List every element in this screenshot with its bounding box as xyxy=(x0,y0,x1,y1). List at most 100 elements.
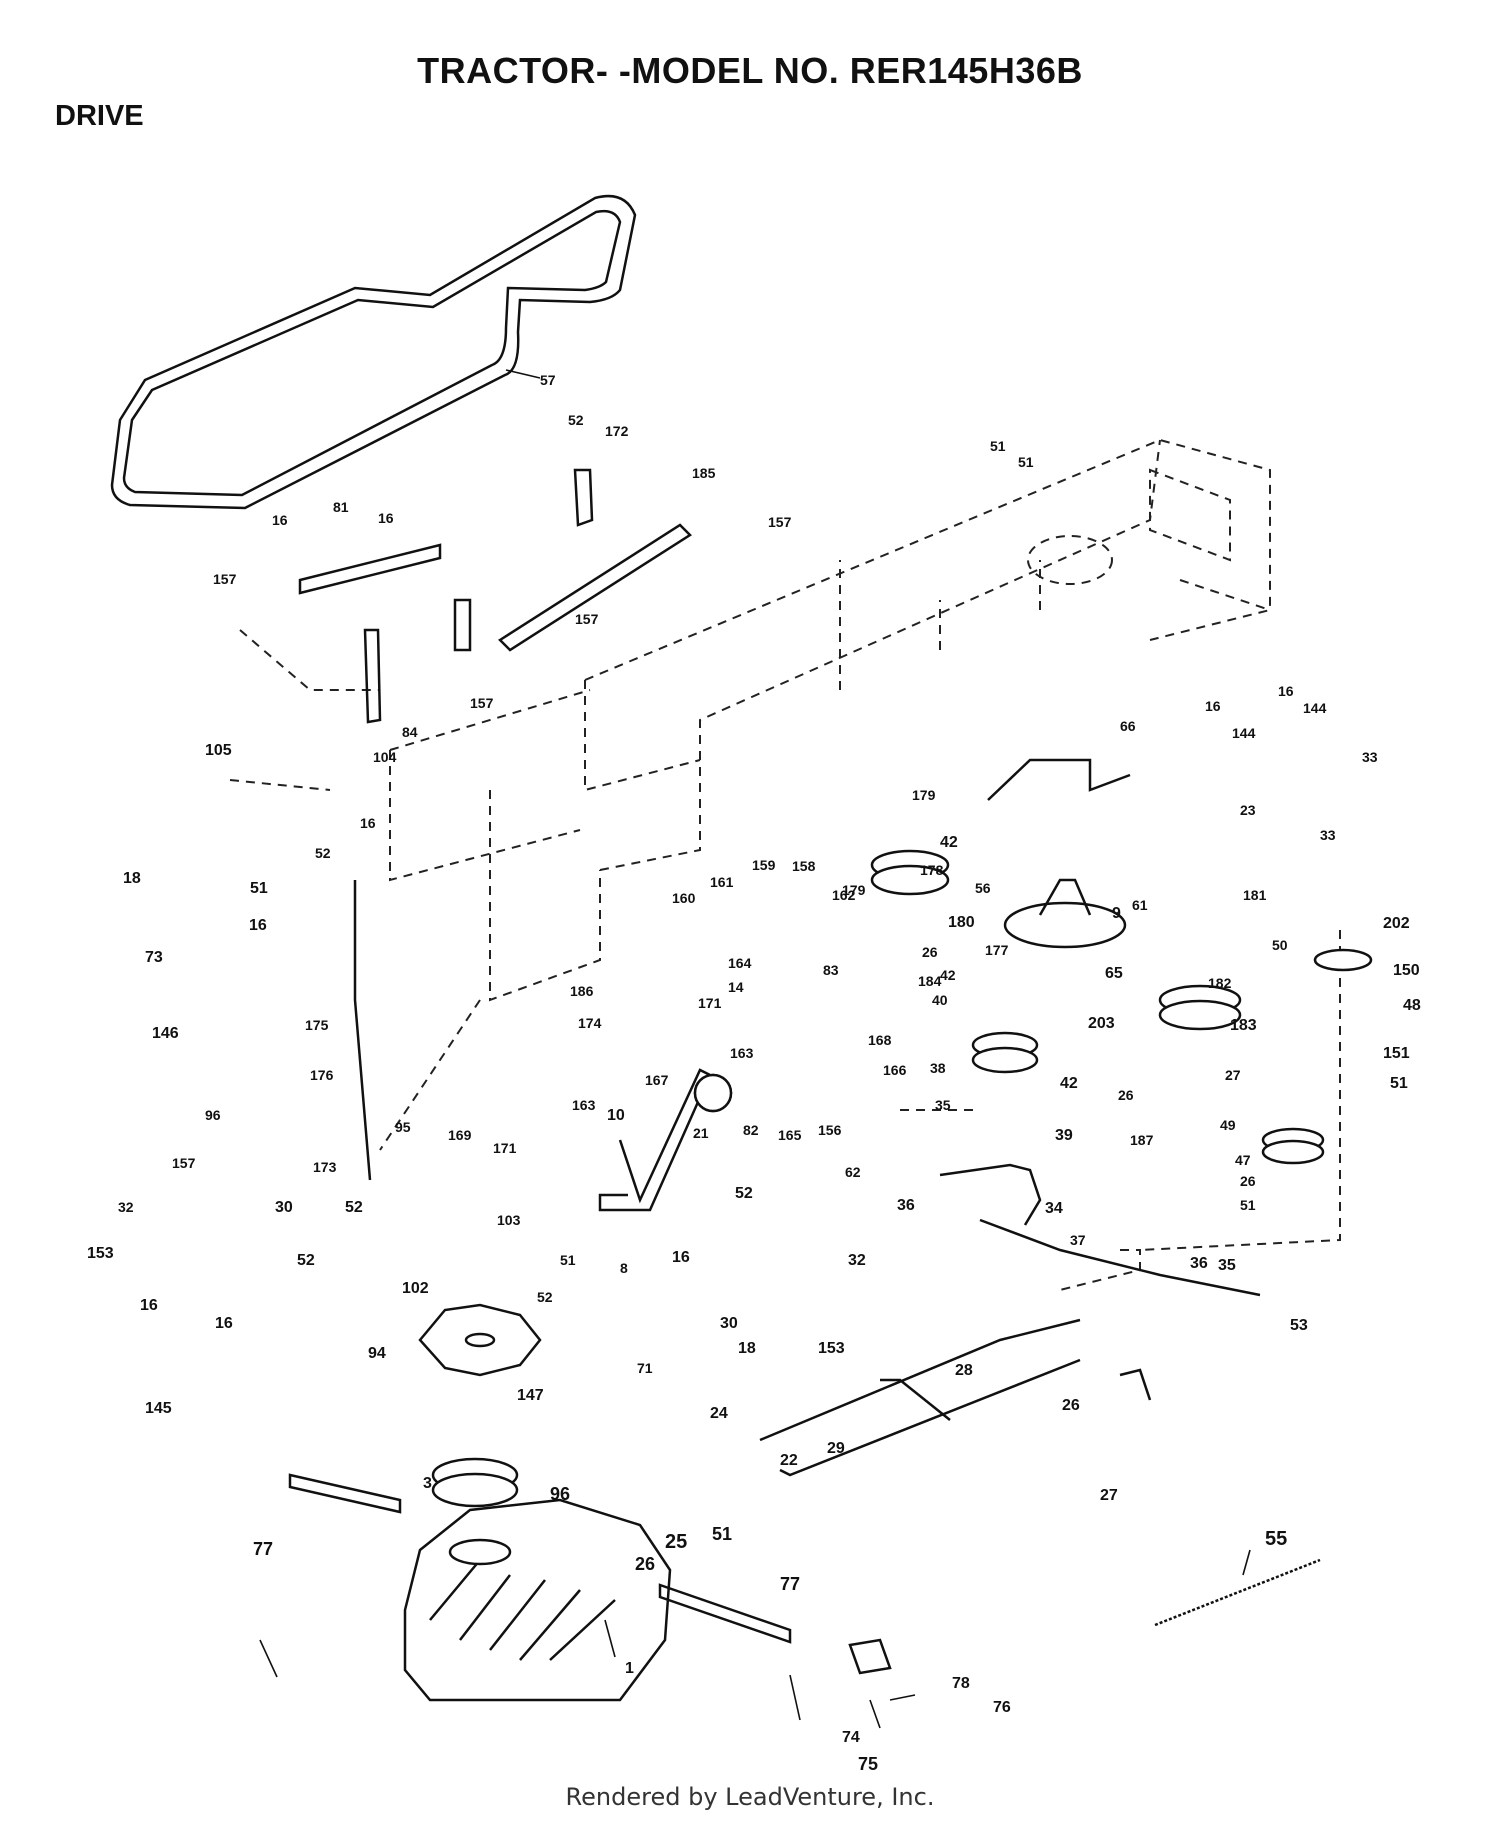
callout-50: 50 xyxy=(1272,937,1288,953)
callout-103: 103 xyxy=(497,1212,521,1228)
callout-57: 57 xyxy=(540,372,556,388)
callout-26: 26 xyxy=(1118,1087,1134,1103)
callout-144: 144 xyxy=(1303,700,1327,716)
callout-16: 16 xyxy=(249,917,267,934)
callout-56: 56 xyxy=(975,880,991,896)
callout-32: 32 xyxy=(118,1199,134,1215)
callout-102: 102 xyxy=(402,1280,429,1297)
transaxle-assembly xyxy=(288,1473,892,1702)
callout-202: 202 xyxy=(1383,915,1410,932)
callout-180: 180 xyxy=(948,914,975,931)
callout-42: 42 xyxy=(1060,1075,1078,1092)
pulleys xyxy=(431,849,1373,1508)
callout-16: 16 xyxy=(215,1315,233,1332)
callout-182: 182 xyxy=(1208,975,1232,991)
callout-39: 39 xyxy=(1055,1127,1073,1144)
callout-171: 171 xyxy=(698,995,722,1011)
callout-173: 173 xyxy=(313,1159,337,1175)
callout-145: 145 xyxy=(145,1400,172,1417)
callout-62: 62 xyxy=(845,1164,861,1180)
callout-166: 166 xyxy=(883,1062,907,1078)
callout-159: 159 xyxy=(752,857,776,873)
callout-52: 52 xyxy=(735,1185,753,1202)
callout-165: 165 xyxy=(778,1127,802,1143)
callout-49: 49 xyxy=(1220,1117,1236,1133)
callout-84: 84 xyxy=(402,724,418,740)
callout-183: 183 xyxy=(1230,1017,1257,1034)
callout-157: 157 xyxy=(470,695,494,711)
callout-177: 177 xyxy=(985,942,1009,958)
callout-16: 16 xyxy=(1205,698,1221,714)
callout-82: 82 xyxy=(743,1122,759,1138)
callout-164: 164 xyxy=(728,955,752,971)
callout-105: 105 xyxy=(205,742,232,759)
callout-74: 74 xyxy=(842,1729,860,1746)
callout-numbers: 57 52 172 185 51 51 16 81 16 157 157 157… xyxy=(87,372,1421,1774)
callout-23: 23 xyxy=(1240,802,1256,818)
callout-37: 37 xyxy=(1070,1232,1086,1248)
callout-186: 186 xyxy=(570,983,594,999)
callout-1: 1 xyxy=(625,1660,634,1677)
callout-61: 61 xyxy=(1132,897,1148,913)
callout-18: 18 xyxy=(123,870,141,887)
callout-95: 95 xyxy=(395,1119,411,1135)
callout-73: 73 xyxy=(145,949,163,966)
callout-51: 51 xyxy=(250,880,268,897)
callout-83: 83 xyxy=(823,962,839,978)
callout-33: 33 xyxy=(1320,827,1336,843)
callout-33: 33 xyxy=(1362,749,1378,765)
callout-144: 144 xyxy=(1232,725,1256,741)
callout-14: 14 xyxy=(728,979,744,995)
callout-3: 3 xyxy=(423,1475,432,1492)
callout-175: 175 xyxy=(305,1017,329,1033)
callout-42: 42 xyxy=(940,834,958,851)
callout-157: 157 xyxy=(768,514,792,530)
callout-51: 51 xyxy=(560,1252,576,1268)
callout-26: 26 xyxy=(1240,1173,1256,1189)
callout-179: 179 xyxy=(842,882,866,898)
linkage-parts xyxy=(298,468,1261,1477)
cooling-fan xyxy=(418,1303,542,1377)
callout-24: 24 xyxy=(710,1405,728,1422)
callout-51: 51 xyxy=(1390,1075,1408,1092)
callout-158: 158 xyxy=(792,858,816,874)
callout-26: 26 xyxy=(1062,1397,1080,1414)
callout-8: 8 xyxy=(620,1260,628,1276)
callout-40: 40 xyxy=(932,992,948,1008)
callout-32: 32 xyxy=(848,1252,866,1269)
callout-147: 147 xyxy=(517,1387,544,1404)
callout-36: 36 xyxy=(1190,1255,1208,1272)
callout-29: 29 xyxy=(827,1440,845,1457)
callout-179: 179 xyxy=(912,787,936,803)
callout-172: 172 xyxy=(605,423,629,439)
leader-lines xyxy=(259,369,1251,1729)
callout-28: 28 xyxy=(955,1362,973,1379)
callout-16: 16 xyxy=(1278,683,1294,699)
callout-26: 26 xyxy=(635,1554,655,1574)
callout-77: 77 xyxy=(253,1539,273,1559)
callout-18: 18 xyxy=(738,1340,756,1357)
callout-157: 157 xyxy=(172,1155,196,1171)
callout-35: 35 xyxy=(1218,1257,1236,1274)
diagram-title: TRACTOR- -MODEL NO. RER145H36B xyxy=(417,50,1083,91)
drawbar-spring xyxy=(1154,1558,1321,1627)
callout-53: 53 xyxy=(1290,1317,1308,1334)
callout-22: 22 xyxy=(780,1452,798,1469)
callout-169: 169 xyxy=(448,1127,472,1143)
callout-163: 163 xyxy=(730,1045,754,1061)
callout-16: 16 xyxy=(360,815,376,831)
callout-36: 36 xyxy=(897,1197,915,1214)
callout-181: 181 xyxy=(1243,887,1267,903)
callout-38: 38 xyxy=(930,1060,946,1076)
credit-footer: Rendered by LeadVenture, Inc. xyxy=(565,1783,935,1811)
callout-16: 16 xyxy=(140,1297,158,1314)
callout-30: 30 xyxy=(275,1199,293,1216)
shift-knob xyxy=(693,1073,733,1113)
callout-150: 150 xyxy=(1393,962,1420,979)
callout-25: 25 xyxy=(665,1531,687,1553)
callout-9: 9 xyxy=(1112,905,1121,922)
callout-52: 52 xyxy=(345,1199,363,1216)
callout-16: 16 xyxy=(378,510,394,526)
callout-146: 146 xyxy=(152,1025,179,1042)
